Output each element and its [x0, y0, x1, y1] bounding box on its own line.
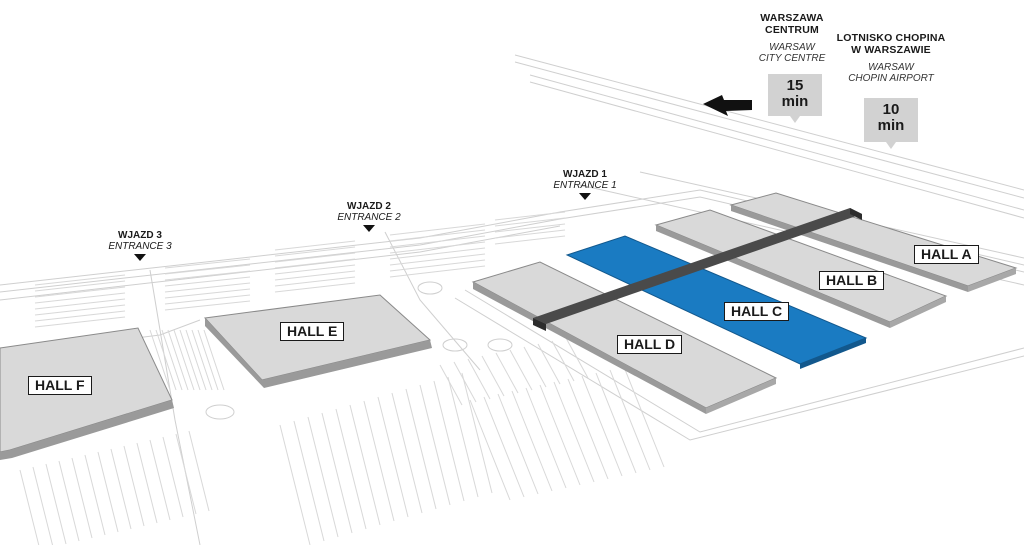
hall-c-label[interactable]: HALL C [724, 302, 790, 321]
airport-time-badge: 10 min [864, 98, 918, 149]
hall-a-label[interactable]: HALL A [914, 245, 979, 264]
city-centre-time-badge: 15 min [768, 74, 822, 123]
hall-c-building [565, 235, 868, 369]
entrance-2-label-en: ENTRANCE 2 [337, 212, 401, 223]
city-centre-name-en: WARSAW CITY CENTRE [758, 42, 826, 64]
airport-name-en: WARSAW CHOPIN AIRPORT [848, 62, 934, 84]
hall-e-label[interactable]: HALL E [280, 322, 345, 341]
hall-e-building [203, 294, 432, 388]
entrance-1-marker-icon [579, 193, 591, 200]
entrance-2-label-pl: WJAZD 2 [347, 201, 391, 212]
city-centre-name-pl: WARSZAWA CENTRUM [760, 12, 824, 36]
roundabouts [205, 281, 513, 420]
entrance-3-label-en: ENTRANCE 3 [108, 241, 172, 252]
hall-b-building [654, 209, 948, 328]
direction-arrow-icon [703, 95, 752, 116]
hall-d-label[interactable]: HALL D [617, 335, 683, 354]
entrance-1-marker: WJAZD 1 ENTRANCE 1 [548, 170, 622, 200]
destination-city-centre: WARSZAWA CENTRUM WARSAW CITY CENTRE [752, 12, 832, 64]
hall-b-label[interactable]: HALL B [819, 271, 885, 290]
entrance-1-label-en: ENTRANCE 1 [553, 180, 617, 191]
entrance-3-marker: WJAZD 3 ENTRANCE 3 [102, 231, 178, 261]
hall-f-label[interactable]: HALL F [28, 376, 92, 395]
airport-name-pl: LOTNISKO CHOPINA W WARSZAWIE [836, 32, 946, 56]
entrance-3-marker-icon [134, 254, 146, 261]
entrance-3-label-pl: WJAZD 3 [118, 230, 162, 241]
entrance-2-marker-icon [363, 225, 375, 232]
entrance-1-label-pl: WJAZD 1 [563, 169, 607, 180]
airport-time-unit: min [877, 117, 905, 134]
destination-airport: LOTNISKO CHOPINA W WARSZAWIE WARSAW CHOP… [830, 32, 952, 84]
city-centre-time-value: 15 [786, 77, 804, 94]
parking-areas [19, 211, 665, 550]
airport-time-value: 10 [882, 101, 900, 118]
walkway-bridge [533, 208, 862, 331]
city-centre-time-unit: min [781, 93, 809, 110]
entrance-2-marker: WJAZD 2 ENTRANCE 2 [332, 202, 406, 232]
